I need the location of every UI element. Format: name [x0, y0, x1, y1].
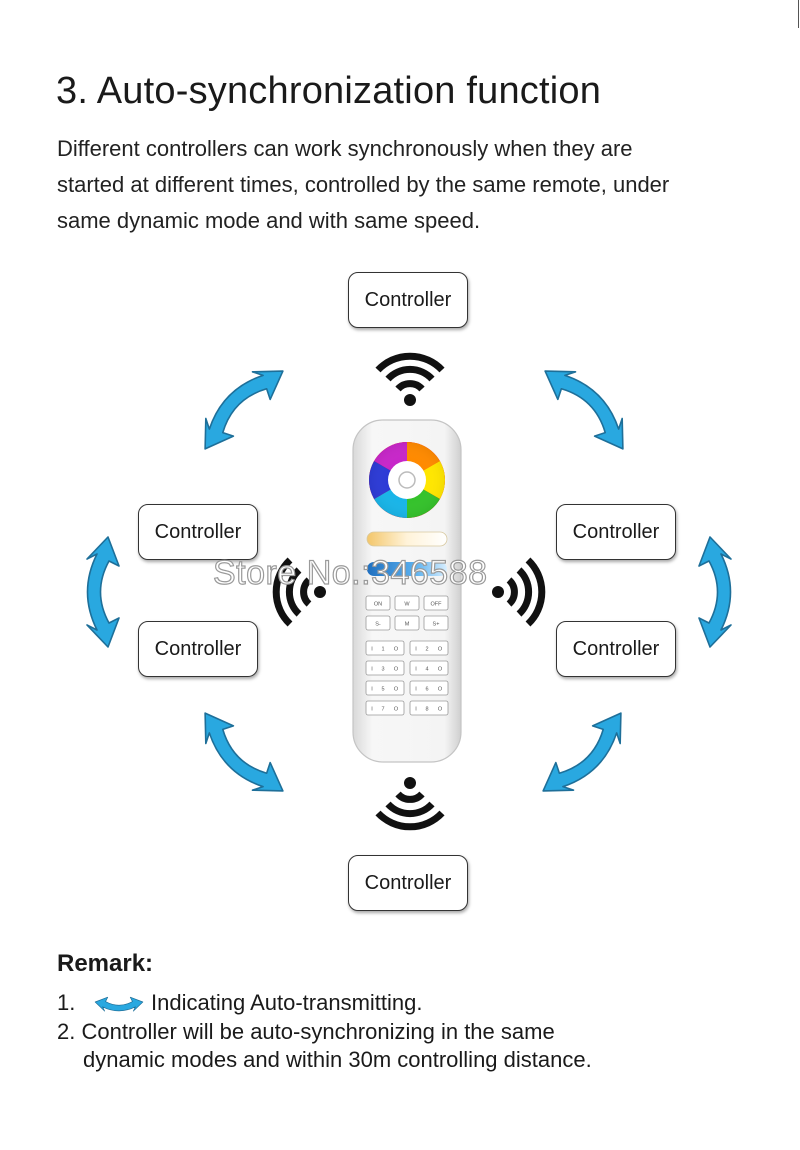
zone-button-label: 7 — [381, 707, 384, 713]
zone-button-on-label: I — [371, 687, 373, 693]
sync-arrow-icon — [189, 704, 292, 807]
remote-button — [423, 595, 449, 611]
zone-button-label: 5 — [381, 687, 384, 693]
zone-button-off-label: O — [394, 707, 399, 713]
zone-button — [365, 680, 405, 696]
zone-button-label: 1 — [381, 647, 384, 653]
zone-button-on-label: I — [415, 687, 417, 693]
sync-arrow-icon — [189, 355, 292, 458]
color-wheel — [369, 442, 445, 518]
zone-button-off-label: O — [438, 667, 443, 673]
intro-paragraph: Different controllers can work synchrono… — [57, 134, 757, 242]
zone-button-off-label: O — [438, 687, 443, 693]
page-title: 3. Auto-synchronization function — [56, 70, 602, 112]
remark-item-2-line-1: 2. Controller will be auto-synchronizing… — [57, 1019, 555, 1044]
zone-button — [409, 660, 449, 676]
remote-button-label: S- — [375, 622, 381, 628]
zone-button-on-label: I — [415, 667, 417, 673]
zone-button-on-label: I — [371, 647, 373, 653]
sync-arrow-icon — [86, 536, 120, 648]
zone-button-label: 4 — [425, 667, 428, 673]
controller-box-lower-right: Controller — [556, 621, 676, 677]
zone-button-off-label: O — [394, 667, 399, 673]
controller-box-bottom: Controller — [348, 855, 468, 911]
store-watermark: Store No.:346588 — [212, 553, 488, 592]
remote-button-label: S+ — [433, 622, 440, 628]
zone-button — [409, 700, 449, 716]
zone-button — [365, 700, 405, 716]
remote-button-label: W — [404, 602, 410, 608]
remote-button-label: M — [405, 622, 410, 628]
zone-button-label: 3 — [381, 667, 384, 673]
remark-item-1-number: 1. — [57, 990, 76, 1015]
remote-button — [394, 595, 420, 611]
wireless-signal-icon — [492, 557, 546, 627]
sync-arrow-icon — [534, 704, 637, 807]
zone-button — [365, 640, 405, 656]
remark-item-1-text: Indicating Auto-transmitting. — [151, 990, 423, 1015]
intro-line-2: started at different times, controlled b… — [57, 172, 670, 197]
remote-button — [365, 595, 391, 611]
controller-box-upper-left: Controller — [138, 504, 258, 560]
zone-button-off-label: O — [394, 647, 399, 653]
intro-line-3: same dynamic mode and with same speed. — [57, 208, 481, 233]
zone-button-off-label: O — [438, 707, 443, 713]
controller-box-top: Controller — [348, 272, 468, 328]
zone-button-on-label: I — [371, 667, 373, 673]
zone-button-label: 6 — [425, 687, 428, 693]
sync-arrow-icon — [698, 536, 732, 648]
remote-button — [365, 615, 391, 631]
zone-button-on-label: I — [415, 707, 417, 713]
wireless-signal-icon — [375, 777, 445, 831]
zone-button-off-label: O — [438, 647, 443, 653]
controller-box-lower-left: Controller — [138, 621, 258, 677]
wireless-signal-icon — [272, 557, 326, 627]
sync-arrow-icon — [94, 996, 144, 1012]
zone-button-label: 2 — [425, 647, 428, 653]
zone-button — [409, 680, 449, 696]
remote-button — [423, 615, 449, 631]
remote-button-label: OFF — [431, 602, 443, 608]
zone-button-off-label: O — [394, 687, 399, 693]
warm-white-slider — [366, 531, 448, 547]
wireless-signal-icon — [375, 352, 445, 406]
sync-arrow-icon — [536, 355, 639, 458]
zone-button-on-label: I — [371, 707, 373, 713]
intro-line-1: Different controllers can work synchrono… — [57, 136, 633, 161]
remote-button-label: ON — [374, 602, 382, 608]
remark-item-2-line-2: dynamic modes and within 30m controlling… — [83, 1047, 592, 1072]
zone-button — [365, 660, 405, 676]
remote-button — [394, 615, 420, 631]
controller-box-upper-right: Controller — [556, 504, 676, 560]
brightness-slider — [367, 562, 447, 576]
zone-button-on-label: I — [415, 647, 417, 653]
zone-button-label: 8 — [425, 707, 428, 713]
zone-button — [409, 640, 449, 656]
frame-edge-line — [798, 0, 799, 28]
remark-title: Remark: — [57, 950, 154, 977]
